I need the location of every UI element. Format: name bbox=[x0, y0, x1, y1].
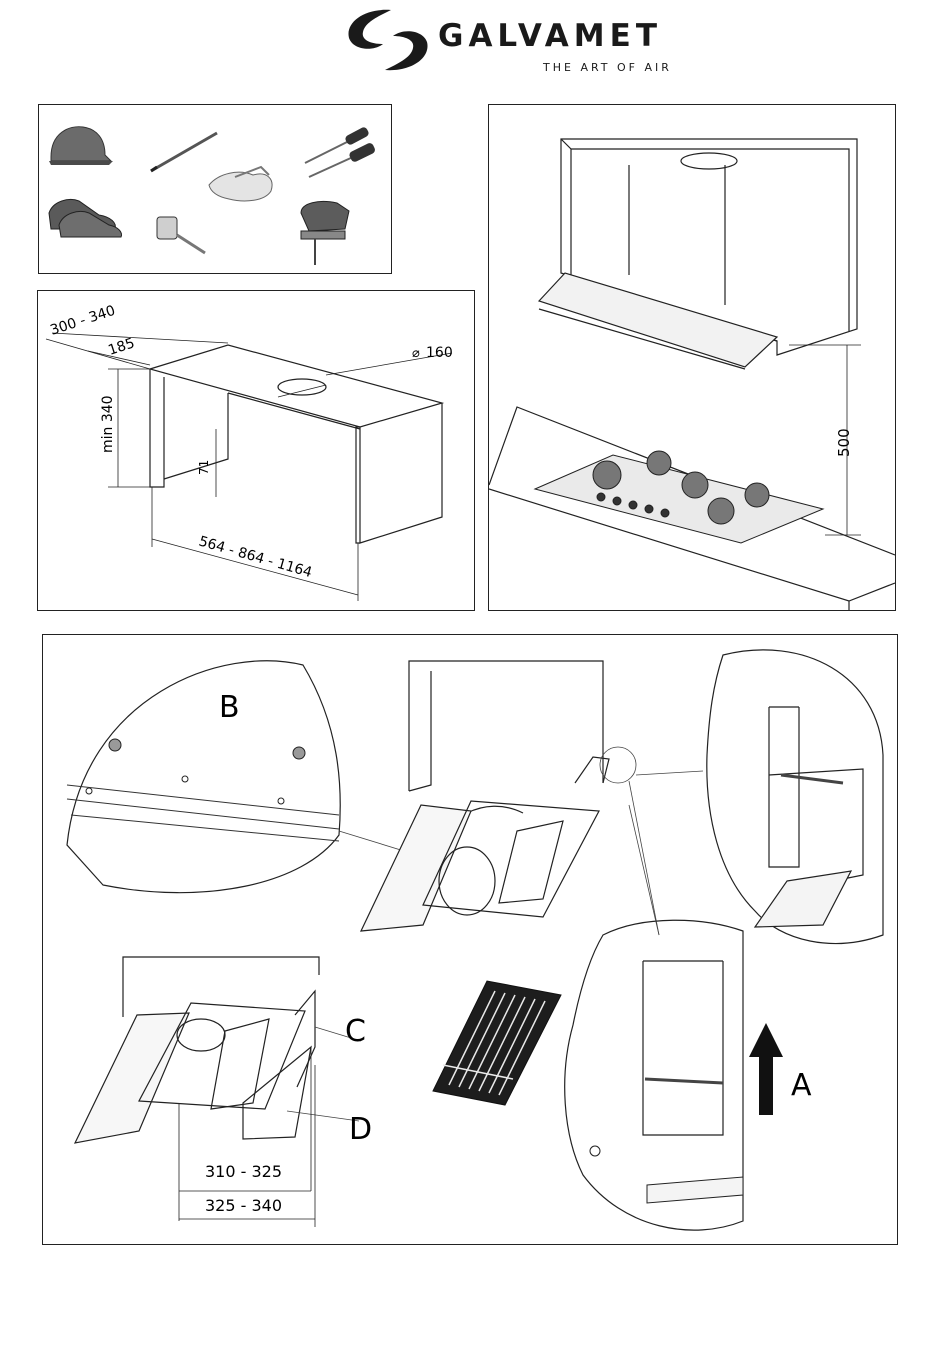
gloves-icon bbox=[209, 167, 272, 201]
jigsaw-icon bbox=[301, 201, 349, 265]
min-height-label: min 340 bbox=[100, 395, 116, 453]
cabinet-with-hood bbox=[539, 139, 857, 369]
pencil-icon bbox=[151, 133, 217, 171]
label-a: A bbox=[791, 1068, 812, 1103]
galvamet-logo: GALVAMET THE ART OF AIR bbox=[343, 4, 693, 76]
depth-label: 300 - 340 bbox=[48, 303, 117, 339]
safety-shoes-icon bbox=[49, 200, 122, 238]
label-c: C bbox=[345, 1014, 366, 1049]
label-b: B bbox=[219, 690, 240, 725]
up-arrow-icon bbox=[749, 1023, 783, 1115]
gap-label: 71 bbox=[197, 460, 211, 475]
tape-measure-icon bbox=[157, 217, 205, 253]
dim-outer-label: 325 - 340 bbox=[205, 1196, 282, 1215]
diameter-symbol: ⌀ bbox=[412, 346, 420, 361]
cabinet-dimensions-panel: 300 - 340 185 min 340 71 564 - 864 - 116… bbox=[37, 290, 475, 611]
height-label: 500 bbox=[835, 428, 853, 457]
tools-panel bbox=[38, 104, 392, 274]
gas-hob bbox=[535, 451, 823, 543]
helmet-icon bbox=[49, 127, 113, 165]
label-d: D bbox=[349, 1112, 372, 1147]
installation-panel: B bbox=[42, 634, 898, 1245]
brand-tagline: THE ART OF AIR bbox=[543, 61, 672, 74]
brand-name: GALVAMET bbox=[438, 18, 662, 54]
cabinet-outline bbox=[150, 345, 442, 543]
hole-diameter-label: 160 bbox=[426, 345, 453, 361]
detail-circle-bottom-right bbox=[565, 920, 743, 1230]
dim-inner-label: 310 - 325 bbox=[205, 1162, 282, 1181]
hood-assembly-bottom bbox=[75, 957, 319, 1143]
screwdrivers-icon bbox=[305, 126, 376, 177]
hob-clearance-panel: 500 bbox=[488, 104, 896, 611]
hood-assembly-top bbox=[361, 661, 609, 931]
logo-swirl-icon bbox=[343, 4, 433, 76]
detail-circle-top-right bbox=[707, 650, 883, 944]
detail-circle-b bbox=[67, 661, 340, 893]
grease-filter-icon bbox=[433, 981, 561, 1105]
width-label: 564 - 864 - 1164 bbox=[197, 533, 314, 581]
offset-label: 185 bbox=[106, 335, 136, 358]
